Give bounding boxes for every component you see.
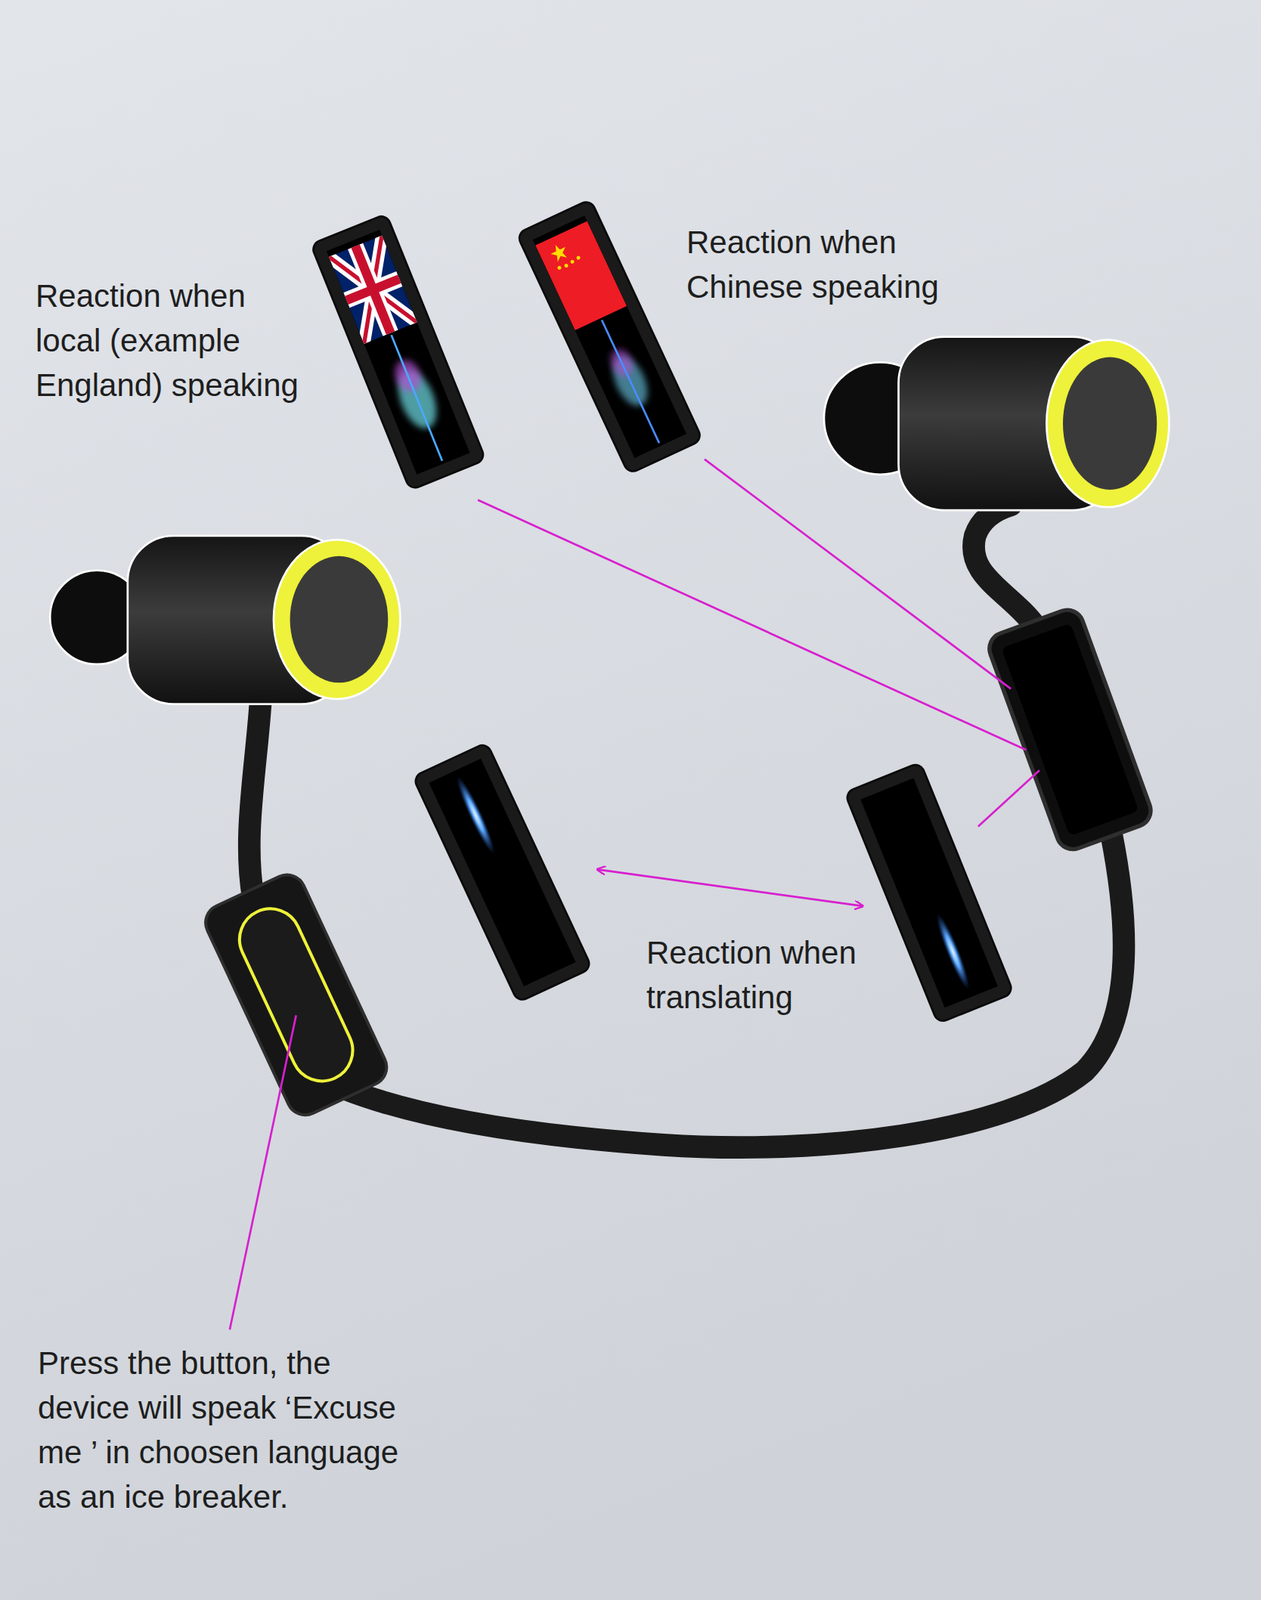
screen-translating [844, 762, 1014, 1024]
leader-line [477, 500, 1026, 751]
screen-frame [412, 742, 592, 1003]
leader-line [229, 1015, 297, 1330]
flag-saltire [328, 235, 418, 344]
flag-star [563, 263, 569, 268]
flag-star [548, 241, 571, 264]
light-ring [1046, 340, 1169, 508]
china-flag [535, 221, 627, 332]
screen-display [532, 215, 687, 459]
reaction-label: Reaction when translating [646, 930, 874, 1020]
flag-cross-red [328, 235, 418, 344]
screen-china [516, 199, 703, 475]
translate-glow [932, 911, 975, 992]
button-module [199, 869, 393, 1122]
earbud-cap [290, 556, 389, 683]
voice-wave [588, 314, 673, 450]
right-earbud [824, 337, 1170, 512]
leader-line [978, 770, 1040, 827]
flag-saltire-red [328, 235, 418, 344]
wave-line [391, 334, 443, 461]
flag-field [328, 235, 418, 344]
left-earbud [49, 536, 400, 705]
ice-breaker-button [229, 898, 363, 1091]
voice-wave [376, 328, 458, 468]
light-ring [273, 539, 400, 700]
reaction-label: Reaction when local (example England) sp… [35, 273, 310, 408]
screen-england [310, 213, 487, 491]
cable-right [973, 505, 1037, 628]
screen-display [428, 759, 576, 987]
reaction-label: Reaction when Chinese speaking [686, 219, 948, 310]
flag-star [570, 259, 575, 264]
screen-display [860, 778, 998, 1009]
translate-glow [452, 774, 500, 858]
flag-star [576, 255, 581, 261]
uk-flag [328, 235, 418, 344]
flag-star [557, 265, 562, 270]
button-note: Press the button, the device will speak … [37, 1341, 416, 1520]
screen-display [326, 229, 471, 475]
leader-line [704, 459, 1011, 690]
module-screen [1000, 622, 1139, 837]
cable-left [249, 704, 261, 899]
screen-frame [310, 213, 487, 491]
module-body [199, 869, 393, 1122]
screen-module [985, 605, 1156, 855]
earbud-cap [1062, 357, 1157, 491]
screen-frame [844, 762, 1014, 1024]
flag-cross [328, 235, 418, 344]
wave-line [601, 320, 660, 444]
module-body [985, 605, 1156, 855]
leader-lines [229, 459, 1040, 1331]
flag-field [535, 221, 627, 332]
screen-frame [516, 199, 703, 475]
screen-translating [412, 742, 592, 1003]
double-arrow [597, 869, 863, 907]
